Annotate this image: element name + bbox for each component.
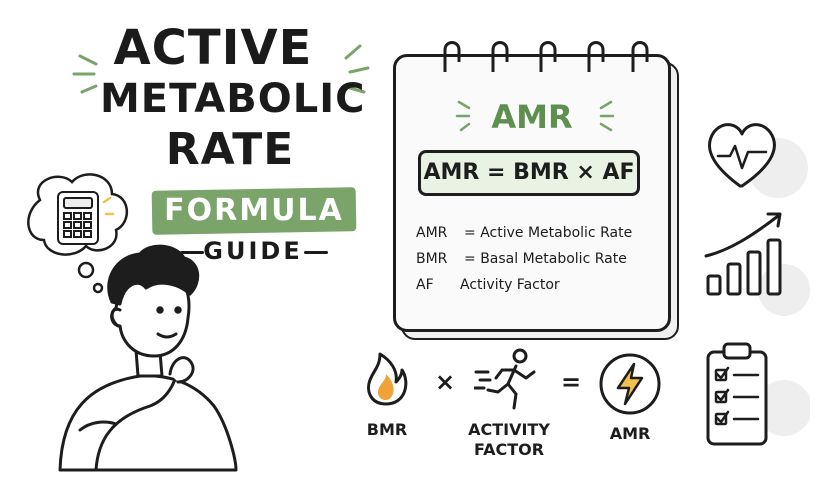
- lightning-bolt-icon: [599, 353, 661, 415]
- calculator-icon: [57, 191, 99, 245]
- heart-pulse-icon: [708, 123, 808, 198]
- definition-key: BMR: [416, 251, 448, 267]
- definition-text: Active Metabolic Rate: [480, 225, 633, 241]
- activity-label-line1: ACTIVITY: [468, 420, 550, 439]
- definition-sep: =: [464, 251, 476, 267]
- definition-bmr: BMR = Basal Metabolic Rate: [416, 250, 627, 268]
- equation-amr-label: AMR: [609, 424, 651, 443]
- title-line-rate: RATE: [165, 124, 295, 175]
- definition-text: Basal Metabolic Rate: [480, 251, 627, 267]
- equation-bmr-label: BMR: [366, 420, 408, 439]
- definition-amr: AMR = Active Metabolic Rate: [416, 224, 632, 242]
- title-line-active: ACTIVE: [113, 20, 313, 76]
- growth-chart-icon: [704, 212, 810, 316]
- equation-equals-sign: =: [560, 368, 582, 396]
- title-line-guide: GUIDE: [203, 237, 303, 265]
- definition-sep: =: [464, 225, 476, 241]
- definition-text: Activity Factor: [460, 277, 560, 293]
- guide-dash-right: [304, 251, 328, 254]
- definition-key: AMR: [416, 225, 448, 241]
- title-line-metabolic: METABOLIC: [100, 76, 366, 122]
- definition-af: AF Activity Factor: [416, 276, 560, 294]
- person: [58, 244, 238, 472]
- heading-sparkles: [455, 100, 615, 132]
- guide-dash-left: [180, 251, 204, 254]
- thinking-person-illustration: [27, 173, 238, 472]
- notepad-heading: AMR: [491, 98, 573, 136]
- checklist-clipboard-icon: [706, 342, 810, 446]
- formula-box: AMR = BMR × AF: [418, 150, 640, 196]
- equation-activity-label: ACTIVITY FACTOR: [464, 420, 554, 460]
- flame-icon: [367, 352, 408, 406]
- activity-label-line2: FACTOR: [473, 440, 545, 459]
- title-line-formula: FORMULA: [164, 193, 344, 228]
- definition-key: AF: [416, 277, 434, 293]
- running-person-icon: [474, 348, 536, 410]
- equation-times-sign: ×: [434, 368, 456, 396]
- notepad-rings: [443, 41, 649, 72]
